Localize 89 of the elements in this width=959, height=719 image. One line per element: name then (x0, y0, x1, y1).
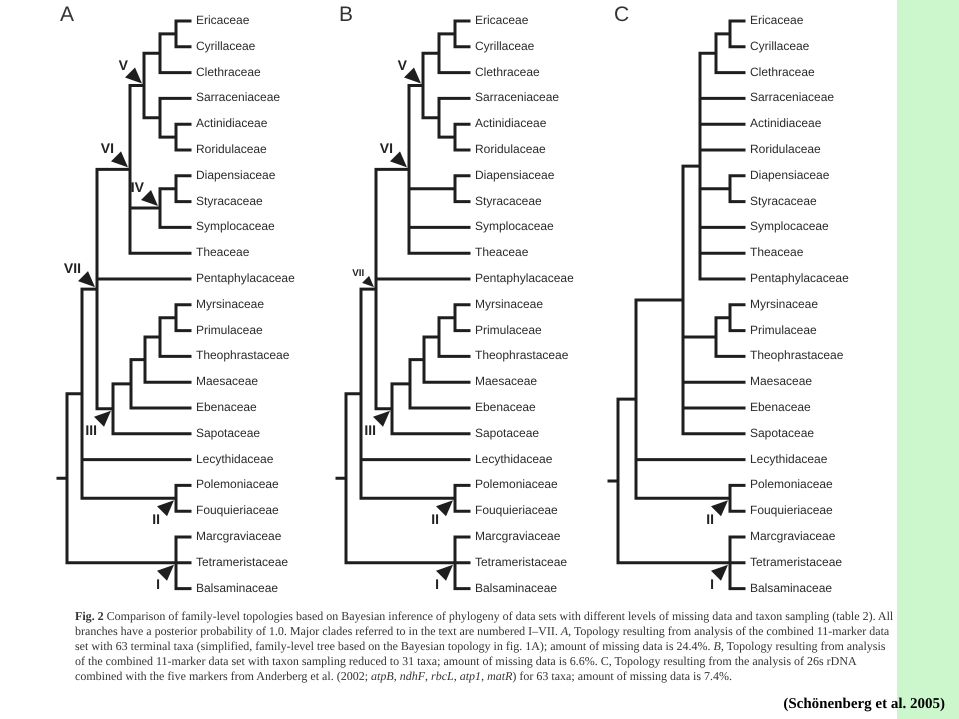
clade-numeral: I (156, 576, 160, 591)
taxon-name: Fouquieriaceae (196, 503, 279, 518)
taxon-name: Tetrameristaceae (750, 554, 842, 569)
taxon-name: Fouquieriaceae (750, 503, 833, 518)
taxon-name: Cyrillaceae (196, 38, 256, 53)
taxon-name: Marcgraviaceae (475, 529, 560, 543)
taxon-name: Sapotaceae (196, 426, 260, 440)
panel-letter: B (339, 4, 354, 25)
clade-numeral: IV (130, 180, 144, 194)
taxon-name: Symplocaceae (475, 219, 554, 234)
clade-numeral: V (398, 58, 407, 72)
taxon-name: Actinidiaceae (196, 116, 268, 130)
taxon-name: Tetrameristaceae (196, 554, 288, 569)
taxon-name: Ebenaceae (475, 400, 536, 414)
taxon-name: Cyrillaceae (475, 38, 534, 53)
clade-numeral: VI (100, 141, 114, 156)
taxon-name: Myrsinaceae (475, 296, 544, 311)
taxon-name: Symplocaceae (196, 219, 275, 234)
clade-numeral: VI (380, 141, 393, 156)
taxon-name: Sapotaceae (750, 426, 814, 440)
taxon-name: Clethraceae (475, 64, 540, 79)
clade-numeral: V (118, 58, 128, 72)
taxon-name: Actinidiaceae (475, 116, 546, 130)
clade-numeral: II (152, 512, 160, 526)
taxon-name: Maesaceae (196, 374, 258, 388)
taxon-name: Theophrastaceae (750, 348, 844, 362)
taxon-name: Roridulaceae (196, 142, 267, 156)
taxon-name: Myrsinaceae (196, 296, 264, 311)
panel-letter: A (60, 4, 74, 25)
taxon-name: Pentaphylacaceae (196, 271, 295, 285)
taxon-name: Theophrastaceae (475, 348, 568, 362)
taxon-name: Balsaminaceae (196, 580, 278, 595)
taxon-name: Pentaphylacaceae (475, 271, 574, 285)
taxon-name: Primulaceae (750, 322, 817, 337)
taxon-name: Primulaceae (475, 322, 542, 337)
taxon-name: Diapensiaceae (750, 168, 830, 182)
taxon-name: Sarraceniaceae (475, 90, 560, 104)
citation: (Schönenberg et al. 2005) (783, 697, 945, 712)
taxon-name: Lecythidaceae (750, 452, 828, 466)
taxon-name: Maesaceae (475, 374, 538, 388)
clade-numeral: I (710, 576, 714, 591)
taxon-name: Tetrameristaceae (475, 554, 568, 569)
clade-numeral: I (435, 576, 439, 591)
taxon-name: Theophrastaceae (196, 348, 290, 362)
clade-numeral: VII (64, 261, 81, 276)
taxon-name: Sarraceniaceae (196, 90, 280, 104)
taxon-name: Styracaceae (750, 194, 817, 208)
taxon-name: Marcgraviaceae (750, 529, 836, 543)
taxon-name: Ericaceae (750, 13, 804, 27)
taxon-name: Balsaminaceae (750, 580, 832, 595)
taxon-name: Maesaceae (750, 374, 812, 388)
taxon-name: Pentaphylacaceae (750, 271, 849, 285)
panel-letter: C (614, 4, 630, 25)
taxon-name: Roridulaceae (475, 142, 546, 156)
taxon-name: Clethraceae (750, 64, 815, 79)
taxon-name: Primulaceae (196, 322, 263, 337)
taxon-name: Ebenaceae (750, 400, 811, 414)
taxon-name: Actinidiaceae (750, 116, 822, 130)
figure-caption: Fig. 2 Comparison of family-level topologies based on Bayesian inference of phylogeny of data sets with different levels of missing data and taxon sampling (table 2). All branches have a posterior probability of 1.0. Major clades referred to in the text are numbered I–VII. A, Topology resulting from analysis of the combined 11-marker data set with 63 terminal taxa (simplified, family-level tree based on the Bayesian topology in fig. 1A); amount of missing data is 24.4%. B, Topology resulting from analysis of the combined 11-marker data set with taxon sampling reduced to 31 taxa; amount of missing data is 6.6%. C, Topology resulting from the analysis of 26s rDNA combined with the five markers from Anderberg et al. (2002; atpB, ndhF, rbcL, atp1, matR) for 63 taxa; amount of missing data is 7.4%. (75, 609, 894, 684)
taxon-name: Clethraceae (196, 64, 261, 79)
taxon-name: Myrsinaceae (750, 296, 818, 311)
taxon-name: Sarraceniaceae (750, 90, 834, 104)
taxon-name: Theaceae (196, 245, 250, 260)
taxon-name: Polemoniaceae (196, 477, 279, 492)
taxon-name: Polemoniaceae (475, 477, 558, 492)
clade-numeral: III (364, 422, 376, 437)
taxon-name: Polemoniaceae (750, 477, 833, 492)
taxon-name: Diapensiaceae (475, 168, 554, 182)
taxon-name: Marcgraviaceae (196, 529, 282, 543)
clade-numeral: III (85, 422, 97, 437)
clade-numeral: II (431, 512, 439, 526)
taxon-name: Cyrillaceae (750, 38, 810, 53)
taxon-name: Ebenaceae (196, 400, 257, 414)
taxon-name: Sapotaceae (475, 426, 540, 440)
taxon-name: Styracaceae (475, 194, 542, 208)
taxon-name: Styracaceae (196, 194, 263, 208)
taxon-name: Ericaceae (196, 13, 250, 27)
clade-numeral: VII (352, 268, 364, 279)
taxon-name: Theaceae (475, 245, 528, 260)
clade-numeral: II (706, 512, 714, 526)
taxon-name: Ericaceae (475, 13, 528, 27)
taxon-name: Balsaminaceae (475, 580, 558, 595)
taxon-name: Diapensiaceae (196, 168, 276, 182)
taxon-name: Symplocaceae (750, 219, 829, 234)
taxon-name: Lecythidaceae (196, 452, 274, 466)
taxon-name: Theaceae (750, 245, 804, 260)
taxon-name: Lecythidaceae (475, 452, 552, 466)
taxon-name: Roridulaceae (750, 142, 821, 156)
taxon-name: Fouquieriaceae (475, 503, 558, 518)
